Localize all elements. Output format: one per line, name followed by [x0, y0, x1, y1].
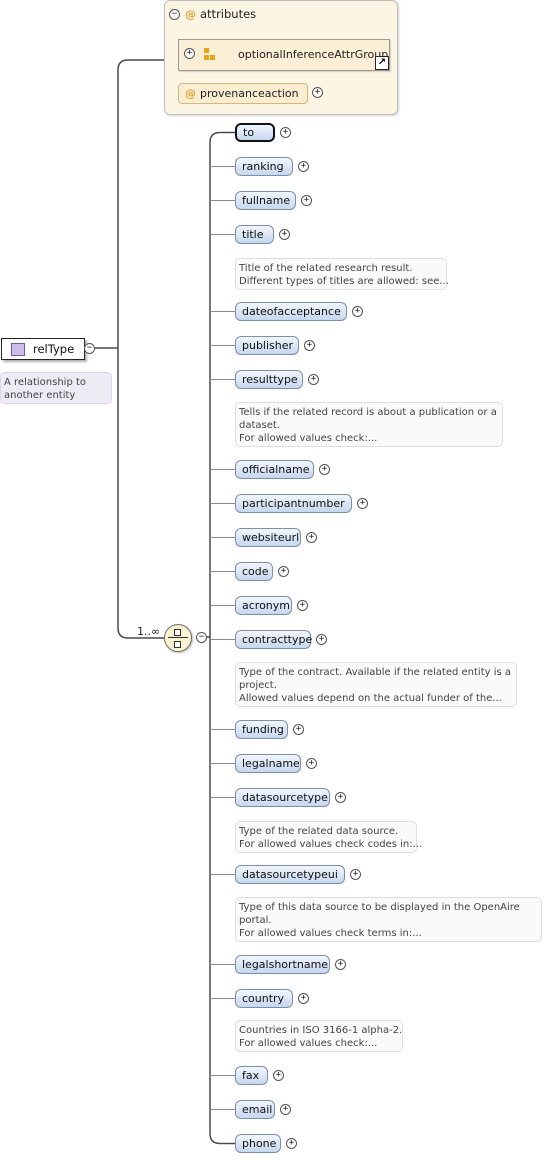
expand-icon[interactable]: +: [298, 161, 309, 172]
expand-icon[interactable]: +: [306, 758, 317, 769]
expand-icon[interactable]: +: [298, 993, 309, 1004]
attribute-icon: @: [185, 8, 196, 21]
attribute-label: provenanceaction: [200, 87, 299, 100]
element-email[interactable]: email: [235, 1100, 275, 1119]
doc-line: For allowed values check codes in:...: [239, 839, 423, 850]
element-phone[interactable]: phone: [235, 1134, 281, 1153]
element-officialname[interactable]: officialname: [235, 460, 314, 479]
expand-icon[interactable]: +: [335, 792, 346, 803]
element-documentation: Type of this data source to be displayed…: [235, 897, 542, 942]
element-fullname[interactable]: fullname: [235, 191, 296, 210]
root-element-label: relType: [33, 342, 75, 356]
doc-line: Title of the related research result.: [239, 263, 413, 274]
expand-icon[interactable]: +: [301, 195, 312, 206]
doc-line: project.: [239, 680, 277, 691]
doc-line: Tells if the related record is about a p…: [239, 407, 497, 418]
element-title[interactable]: title: [235, 225, 274, 244]
doc-line: Different types of titles are allowed: s…: [239, 276, 449, 287]
doc-line: portal.: [239, 915, 272, 926]
children-bracket: [209, 131, 236, 1145]
element-documentation: Type of the contract. Available if the r…: [235, 662, 517, 707]
attribute-icon: @: [185, 87, 196, 100]
doc-line: For allowed values check:...: [239, 1038, 378, 1049]
doc-line: Type of this data source to be displayed…: [239, 902, 520, 913]
expand-icon[interactable]: +: [273, 1070, 284, 1081]
element-documentation: Countries in ISO 3166-1 alpha-2. For allo…: [235, 1020, 403, 1052]
element-ranking[interactable]: ranking: [235, 157, 293, 176]
doc-line: For allowed values check:...: [239, 433, 378, 444]
element-dateofacceptance[interactable]: dateofacceptance: [235, 302, 347, 321]
attribute-group-reference[interactable]: + optionalInferenceAttrGroup ↗: [178, 39, 390, 71]
expand-icon[interactable]: +: [306, 532, 317, 543]
attributes-label: attributes: [200, 7, 257, 21]
doc-line: A relationship to: [4, 377, 87, 388]
element-publisher[interactable]: publisher: [235, 336, 299, 355]
expand-icon[interactable]: +: [304, 340, 315, 351]
doc-line: Countries in ISO 3166-1 alpha-2.: [239, 1025, 403, 1036]
doc-line: Type of the contract. Available if the r…: [239, 667, 512, 678]
expand-icon[interactable]: +: [280, 127, 291, 138]
element-legalname[interactable]: legalname: [235, 754, 301, 773]
element-resulttype[interactable]: resulttype: [235, 370, 303, 389]
branch-connector: [117, 59, 164, 639]
expand-icon[interactable]: +: [308, 374, 319, 385]
element-documentation: Type of the related data source. For allo…: [235, 821, 423, 853]
expand-icon[interactable]: +: [297, 600, 308, 611]
expand-icon[interactable]: +: [286, 1138, 297, 1149]
element-contracttype[interactable]: contracttype: [235, 630, 312, 649]
element-participantnumber[interactable]: participantnumber: [235, 494, 352, 513]
expand-icon[interactable]: +: [293, 724, 304, 735]
element-code[interactable]: code: [235, 562, 273, 581]
element-datasourcetype[interactable]: datasourcetype: [235, 788, 330, 807]
attribute-provenanceaction[interactable]: @ provenanceaction: [178, 83, 308, 104]
attributes-header: −@ attributes: [169, 7, 256, 21]
expand-icon[interactable]: +: [319, 464, 330, 475]
expand-icon[interactable]: +: [357, 498, 368, 509]
element-websiteurl[interactable]: websiteurl: [235, 528, 301, 547]
shortcut-arrow-icon[interactable]: ↗: [375, 56, 389, 70]
element-funding[interactable]: funding: [235, 720, 288, 739]
element-datasourcetypeui[interactable]: datasourcetypeui: [235, 865, 345, 884]
element-documentation: Tells if the related record is about a p…: [235, 402, 503, 447]
doc-line: For allowed values check terms in:...: [239, 928, 422, 939]
element-country[interactable]: country: [235, 989, 293, 1008]
expand-icon[interactable]: +: [335, 959, 346, 970]
expand-icon[interactable]: +: [279, 229, 290, 240]
sequence-multiplicity: 1..∞: [137, 625, 161, 638]
attributes-group: −@attributes + optionalInferenceAttrGrou…: [164, 0, 398, 115]
expand-icon[interactable]: +: [312, 87, 323, 98]
collapse-icon[interactable]: −: [196, 632, 207, 643]
expand-icon[interactable]: +: [350, 869, 361, 880]
element-legalshortname[interactable]: legalshortname: [235, 955, 330, 974]
element-to[interactable]: to: [235, 123, 275, 142]
expand-icon[interactable]: +: [352, 306, 363, 317]
element-acronym[interactable]: acronym: [235, 596, 292, 615]
root-element-reltype[interactable]: relType: [1, 338, 85, 360]
doc-line: Allowed values depend on the actual fund…: [239, 693, 502, 704]
expand-icon[interactable]: +: [184, 48, 195, 59]
doc-line: Type of the related data source.: [239, 826, 399, 837]
expand-icon[interactable]: +: [316, 634, 327, 645]
doc-line: dataset.: [239, 420, 280, 431]
expand-icon[interactable]: +: [278, 566, 289, 577]
complex-type-icon: [11, 343, 25, 356]
element-fax[interactable]: fax: [235, 1066, 268, 1085]
element-documentation: Title of the related research result. Dif…: [235, 258, 449, 290]
sequence-compositor-icon[interactable]: [164, 624, 192, 652]
doc-line: another entity: [4, 390, 76, 401]
collapse-icon[interactable]: −: [169, 9, 180, 20]
collapse-icon[interactable]: −: [84, 343, 95, 354]
attribute-group-label: optionalInferenceAttrGroup: [238, 48, 389, 61]
expand-icon[interactable]: +: [280, 1104, 291, 1115]
root-documentation: A relationship to another entity: [0, 372, 112, 404]
